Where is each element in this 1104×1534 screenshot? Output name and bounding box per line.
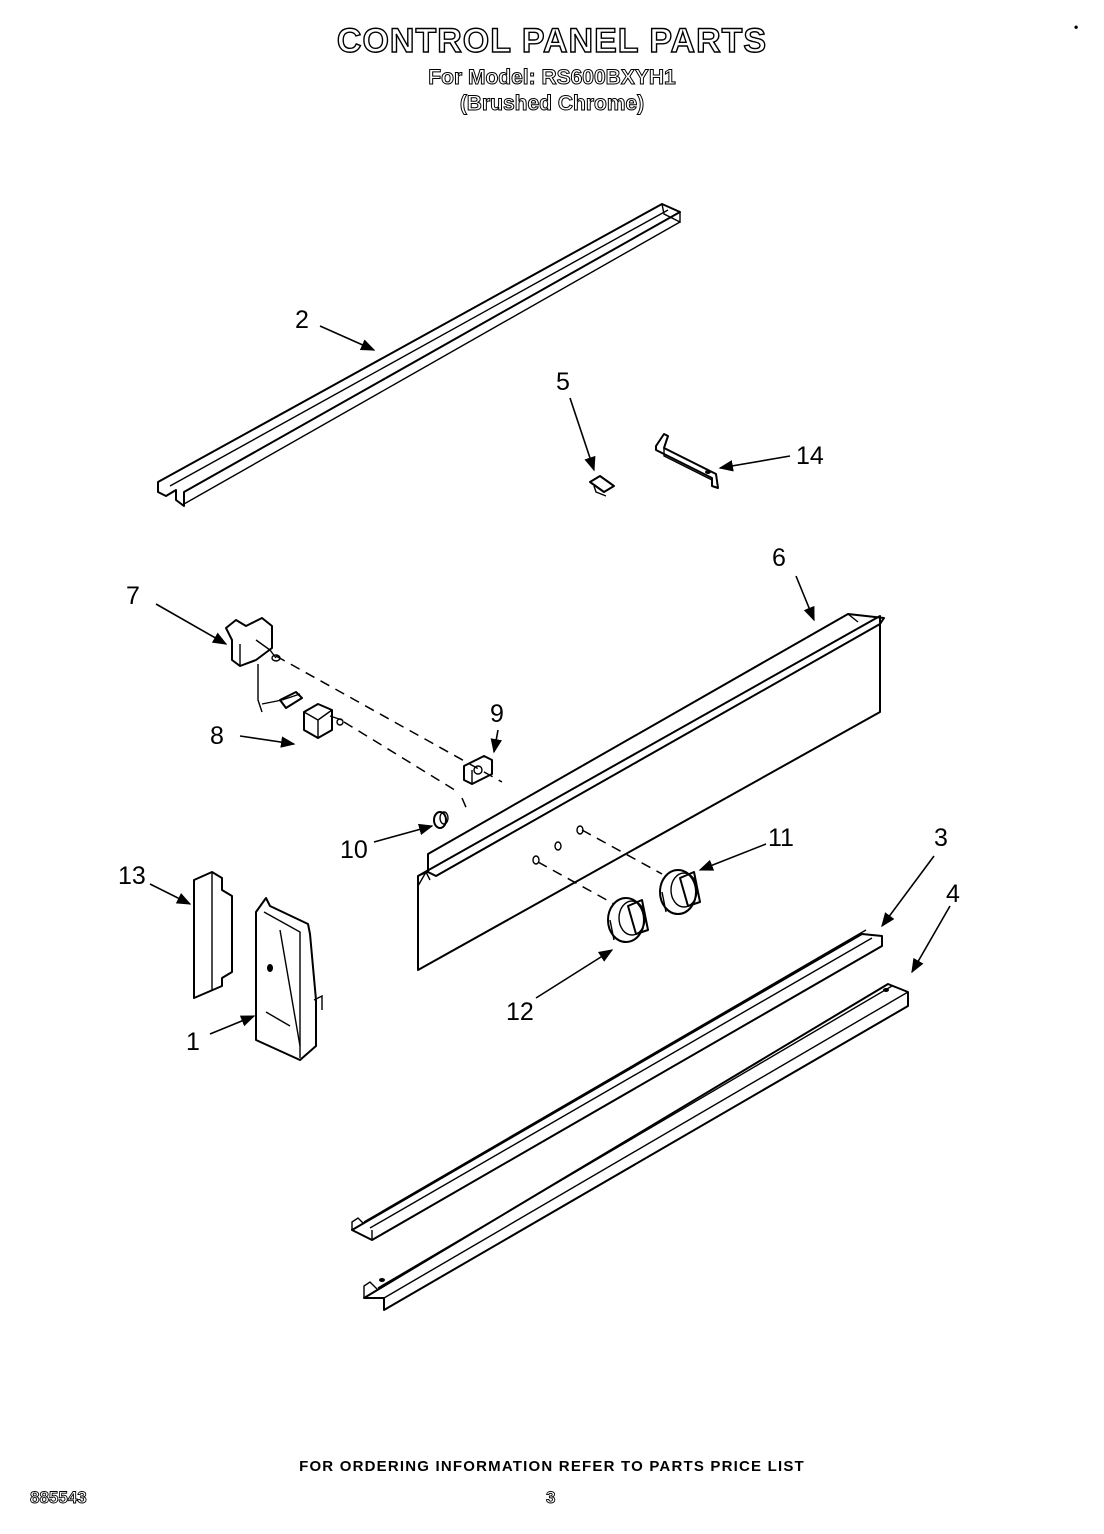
- part-8-thermostat: [303, 703, 344, 739]
- callout-10: 10: [340, 836, 368, 864]
- callout-7: 7: [126, 582, 140, 610]
- part-10-grommet: [433, 811, 449, 829]
- part-9-block: [463, 755, 493, 785]
- part-6-control-panel: [417, 613, 885, 971]
- callout-11: 11: [768, 824, 794, 852]
- callout-6: 6: [772, 544, 786, 572]
- part-12-knob: [607, 897, 649, 943]
- ordering-note: FOR ORDERING INFORMATION REFER TO PARTS …: [299, 1458, 805, 1475]
- part-14-bracket: [655, 433, 719, 489]
- callout-5: 5: [556, 368, 570, 396]
- part-11-knob: [659, 869, 701, 915]
- part-3-lower-trim: [351, 929, 883, 1241]
- part-5-clip: [589, 475, 615, 497]
- callout-14: 14: [796, 442, 824, 470]
- callout-13: 13: [118, 862, 146, 890]
- document-number: 885543: [30, 1488, 88, 1508]
- finish-subtitle: (Brushed Chrome): [459, 92, 645, 116]
- page-number: 3: [546, 1488, 556, 1508]
- callout-12: 12: [506, 998, 534, 1026]
- leader-lines: [149, 325, 951, 1035]
- callout-4: 4: [946, 880, 960, 908]
- callout-8: 8: [210, 722, 224, 750]
- callout-numbers: 2 5 14 6 7 9 8 10 11 3 13 4 12 1: [118, 306, 960, 1056]
- part-2-upper-trim: [157, 203, 681, 507]
- part-7-switch: [225, 617, 303, 713]
- part-13-end-cap: [193, 871, 233, 999]
- callout-9: 9: [490, 700, 504, 728]
- page-title: CONTROL PANEL PARTS: [336, 21, 768, 60]
- corner-mark: •: [1074, 20, 1079, 34]
- assembly-lines: [275, 655, 663, 905]
- model-subtitle: For Model: RS600BXYH1: [428, 66, 676, 90]
- callout-3: 3: [934, 824, 948, 852]
- callout-2: 2: [295, 306, 309, 334]
- part-1-end-bracket: [255, 897, 323, 1061]
- part-4-lower-strip: [363, 983, 909, 1311]
- callout-1: 1: [186, 1028, 200, 1056]
